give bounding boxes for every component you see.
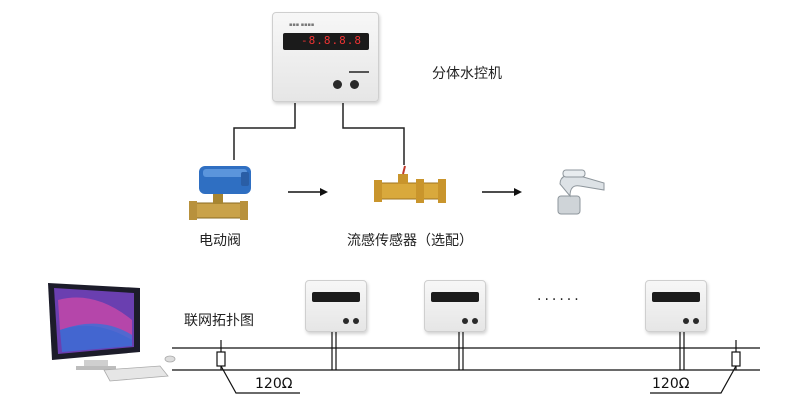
valve-label: 电动阀	[199, 233, 241, 249]
desktop-computer-icon	[48, 283, 176, 382]
ellipsis-label: ......	[537, 288, 582, 304]
flow-sensor-icon	[374, 165, 446, 203]
networked-controller-1-icon	[305, 280, 367, 332]
networked-controller-2-icon	[424, 280, 486, 332]
wire-to-valve	[233, 103, 296, 160]
resistor-left-label: 120Ω	[255, 376, 293, 392]
wire-to-sensor	[342, 103, 405, 165]
controller-device-icon: ▪▪▪ ▪▪▪▪ -8.8.8.8	[272, 12, 379, 102]
motorized-valve-icon	[189, 166, 251, 220]
arrow-right-icon	[482, 188, 522, 196]
terminating-resistor-left-icon	[216, 340, 300, 394]
arrow-right-icon	[288, 188, 328, 196]
flow-sensor-label: 流感传感器（选配）	[347, 233, 473, 249]
faucet-icon	[557, 169, 605, 215]
networked-controller-3-icon	[645, 280, 707, 332]
terminating-resistor-right-icon	[650, 340, 741, 394]
resistor-right-label: 120Ω	[652, 376, 690, 392]
controller-label: 分体水控机	[432, 66, 502, 82]
topology-label: 联网拓扑图	[184, 313, 254, 329]
